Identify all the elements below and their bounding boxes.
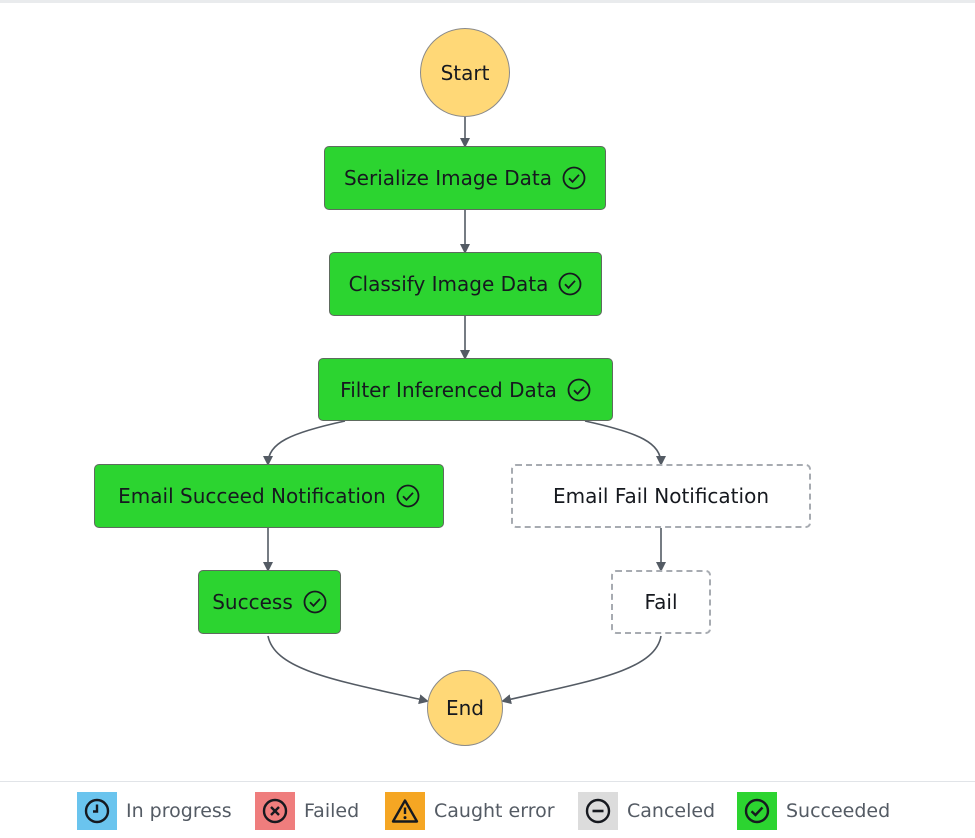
minus-circle-icon [578,792,618,830]
edge-filter-emailfail [584,420,666,466]
edge-filter-emailsucceed [263,420,346,466]
x-circle-icon [255,792,295,830]
legend-failed: Failed [255,791,359,831]
top-divider [0,0,975,3]
edge-success-end [267,635,429,705]
legend-canceled: Canceled [578,791,715,831]
legend-label: Failed [304,800,360,822]
state-fail[interactable]: Fail [611,570,711,634]
graph-edges [263,117,666,705]
state-label: Email Fail Notification [553,484,769,508]
state-email-fail-notification[interactable]: Email Fail Notification [511,464,811,528]
check-circle-icon [558,272,582,296]
status-legend: In progress Failed Caught error Canceled… [0,781,975,835]
state-serialize-image-data[interactable]: Serialize Image Data [324,146,606,210]
check-circle-icon [303,590,327,614]
state-label: Classify Image Data [348,272,549,296]
state-label: Serialize Image Data [343,166,553,190]
state-label: Filter Inferenced Data [340,377,557,402]
check-circle-icon [737,792,777,830]
state-filter-inferenced-data[interactable]: Filter Inferenced Data [318,358,613,421]
state-classify-image-data[interactable]: Classify Image Data [329,252,602,316]
clock-icon [77,792,117,830]
state-machine-graph: Start Serialize Image Data Classify Imag… [0,3,975,781]
edge-fail-end [501,635,662,705]
state-email-succeed-notification[interactable]: Email Succeed Notification [94,464,444,528]
legend-label: Succeeded [786,800,891,822]
legend-in-progress: In progress [77,791,232,831]
state-label: Fail [644,590,678,614]
start-label: Start [440,60,490,85]
state-label: Email Succeed Notification [118,484,386,508]
legend-caught-error: Caught error [385,791,555,831]
legend-succeeded: Succeeded [737,791,890,831]
state-success[interactable]: Success [198,570,341,634]
check-circle-icon [562,166,586,190]
check-circle-icon [396,484,420,508]
legend-label: In progress [126,800,232,822]
warning-icon [385,792,425,830]
end-label: End [445,696,484,720]
end-state[interactable]: End [427,670,503,746]
start-state[interactable]: Start [420,28,510,117]
state-label: Success [212,590,293,614]
legend-label: Caught error [434,800,555,822]
check-circle-icon [567,378,591,402]
legend-label: Canceled [627,800,716,822]
